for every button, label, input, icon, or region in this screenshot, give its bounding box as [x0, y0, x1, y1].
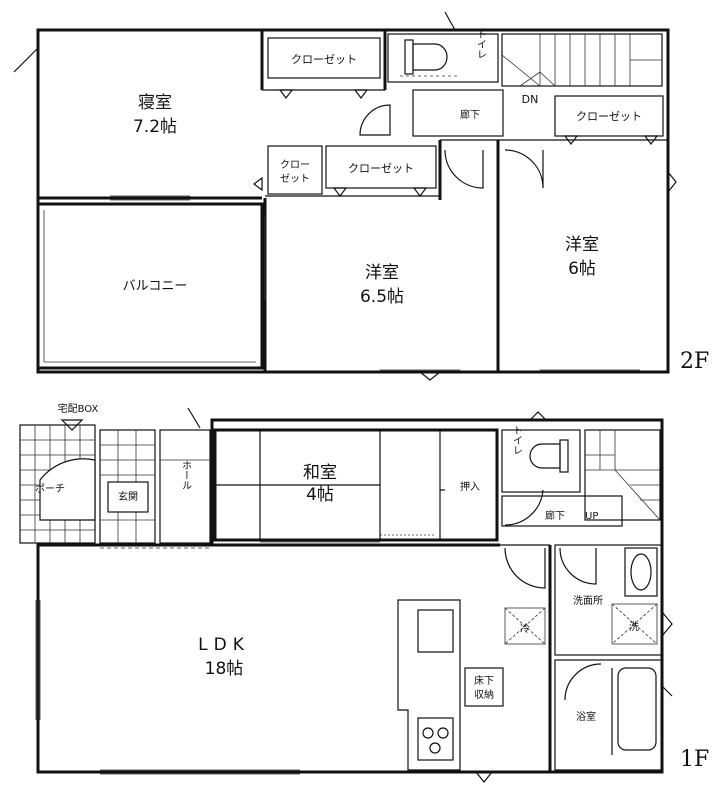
toilet-2f-label: トイレ	[475, 29, 487, 59]
underfloor-storage	[464, 667, 504, 707]
door-bedroom	[359, 104, 391, 136]
closet-small-label-2: ゼット	[280, 173, 310, 185]
hallway-2f-label: 廊下	[460, 108, 480, 121]
delivery-box-marker	[60, 419, 84, 431]
washer-label: 洗	[629, 621, 639, 633]
stove	[417, 717, 454, 761]
stairs-up-label: UP	[585, 511, 598, 522]
first-floor: 宅配BOX ポーチ 玄関 ホール 和室 4帖 押入 トイレ 廊下 UP LDK …	[19, 402, 709, 783]
fridge	[504, 607, 546, 645]
sink	[417, 609, 454, 653]
fridge-label: 冷	[520, 622, 530, 635]
delivery-box-label: 宅配BOX	[58, 402, 99, 415]
washroom	[554, 544, 663, 656]
western-a-name: 洋室	[365, 263, 399, 283]
porch-label: ポーチ	[35, 483, 65, 495]
western-b-size: 6帖	[568, 259, 596, 279]
japanese-room-size: 4帖	[306, 485, 334, 505]
stairs-2f	[501, 33, 663, 87]
closet-right-label: クローゼット	[576, 110, 642, 123]
closet-top	[267, 37, 381, 79]
western-a-size: 6.5帖	[360, 287, 404, 307]
ldk-name: LDK	[198, 635, 250, 655]
door-washroom	[559, 547, 597, 585]
bedroom-size: 7.2帖	[133, 117, 177, 137]
hallway-1f-label: 廊下	[545, 509, 565, 522]
hall-label: ホール	[180, 460, 192, 490]
western-b-name: 洋室	[565, 235, 599, 255]
bedroom-name: 寝室	[138, 92, 172, 113]
bathroom-label: 浴室	[576, 710, 596, 723]
first-floor-outer-wall	[36, 418, 664, 774]
hallway-2f	[412, 89, 504, 137]
balcony	[36, 202, 264, 370]
door-bathroom	[564, 663, 602, 701]
underfloor-label-1: 床下	[474, 674, 494, 687]
bathroom	[554, 659, 663, 771]
closet-top-label: クローゼット	[291, 53, 357, 66]
second-floor: 寝室 7.2帖 クローゼット トイレ DN 廊下 クローゼット クロー ゼット …	[13, 11, 709, 381]
underfloor-label-2: 収納	[474, 688, 494, 701]
japanese-room-name: 和室	[303, 463, 337, 483]
door-porch	[39, 458, 96, 521]
kitchen-counter	[397, 599, 461, 771]
balcony-label: バルコニー	[123, 279, 188, 294]
washroom-label: 洗面所	[573, 595, 603, 607]
toilet-1f-label: トイレ	[511, 425, 523, 455]
oshiire-label: 押入	[460, 480, 480, 493]
closet-middle	[325, 145, 437, 189]
ldk-size: 18帖	[205, 659, 244, 679]
stairs-down-label: DN	[522, 93, 539, 106]
closet-right	[554, 95, 664, 137]
hallway-1f	[501, 495, 623, 527]
toilet-1f	[501, 429, 581, 493]
floor-label-1f: 1F	[680, 747, 709, 772]
hall	[159, 429, 211, 544]
door-ldk	[504, 547, 546, 589]
closet-small-label-1: クロー	[280, 159, 310, 171]
closet-middle-label: クローゼット	[348, 162, 414, 175]
door-western-b	[504, 149, 544, 189]
floor-label-2f: 2F	[680, 349, 709, 374]
door-toilet-1f	[504, 489, 544, 526]
toilet-2f	[387, 33, 499, 83]
entrance-label: 玄関	[118, 490, 138, 503]
door-western-a	[444, 149, 484, 189]
second-floor-outer-wall	[36, 28, 670, 374]
closet-small	[267, 145, 323, 195]
